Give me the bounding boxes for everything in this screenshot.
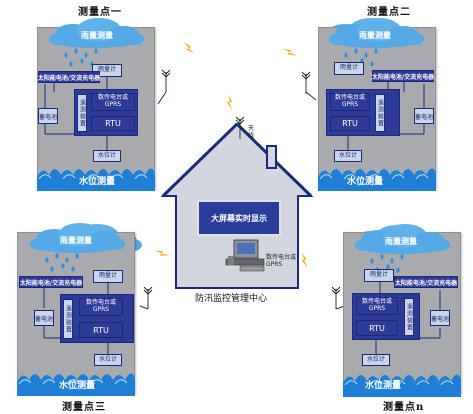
station-n-rain-gauge: 雨量计 bbox=[364, 269, 394, 282]
station-1-dtu: 数传电台或GPRS bbox=[91, 93, 135, 111]
station-2-rain-gauge: 雨量计 bbox=[334, 62, 364, 75]
station-3-title: 测量点三 bbox=[62, 402, 106, 413]
station-n-telemetry-device: 数传电台或GPRS RTU 遥测装置 bbox=[352, 293, 420, 340]
station-n-solar-charger: 太阳能电池/交流充电器 bbox=[394, 276, 458, 288]
station-1-rain-label: 雨量测量 bbox=[81, 31, 113, 40]
station-2-rtu: RTU bbox=[330, 116, 370, 131]
station-1-battery: 蓄电池 bbox=[38, 108, 58, 124]
station-3-rtu: RTU bbox=[79, 322, 123, 338]
station-3-rain-gauge: 雨量计 bbox=[93, 270, 123, 283]
station-3-telemetry-device: 遥测装置 数传电台或GPRS RTU bbox=[60, 294, 134, 343]
station-n-rain-label: 雨量测量 bbox=[385, 237, 417, 246]
station-n-battery: 蓄电池 bbox=[430, 310, 450, 326]
station-2-solar-charger: 太阳能电池/交流充电器 bbox=[372, 70, 434, 82]
station-1-water-level-gauge: 水位计 bbox=[93, 150, 121, 162]
station-n-title: 测量点n bbox=[383, 402, 425, 413]
big-screen-display: 大屏幕实时显示 bbox=[197, 200, 281, 236]
station-2-title: 测量点二 bbox=[367, 7, 411, 18]
control-center-title: 防汛监控管理中心 bbox=[195, 294, 268, 304]
station-3-dtu: 数传电台或GPRS bbox=[79, 298, 123, 316]
station-2-battery: 蓄电池 bbox=[414, 108, 434, 124]
station-1-solar-charger: 太阳能电池/交流充电器 bbox=[38, 71, 100, 83]
lightning-bolt bbox=[184, 42, 195, 54]
station-2-dtu: 数传电台或GPRS bbox=[330, 93, 370, 111]
station-n-rtu: RTU bbox=[356, 320, 398, 336]
station-3-solar-charger: 太阳能电池/交流充电器 bbox=[19, 276, 83, 288]
station-1-telemetry-device: 遥测装置 数传电台或GPRS RTU bbox=[74, 89, 138, 136]
station-2-water-level-gauge: 水位计 bbox=[334, 150, 362, 162]
station-3-rain-label: 雨量测量 bbox=[60, 236, 92, 245]
station-n-water-label: 水位测量 bbox=[364, 381, 401, 391]
station-1-rtu: RTU bbox=[91, 116, 135, 131]
station-2-telemetry-label: 遥测装置 bbox=[375, 94, 385, 132]
station-2-telemetry-device: 数传电台或GPRS RTU 遥测装置 bbox=[326, 89, 400, 136]
station-1-water-label: 水位测量 bbox=[78, 177, 115, 187]
center-dtu-label: 数传电台或GPRS bbox=[266, 254, 297, 268]
station-3-water-level-gauge: 水位计 bbox=[94, 354, 122, 366]
station-2-water-label: 水位测量 bbox=[346, 177, 383, 187]
station-3-water-label: 水位测量 bbox=[58, 381, 95, 391]
station-1-telemetry-label: 遥测装置 bbox=[77, 94, 87, 132]
station-3-telemetry-label: 遥测装置 bbox=[63, 299, 73, 339]
station-3-battery: 蓄电池 bbox=[34, 310, 54, 326]
station-2-rain-label: 雨量测量 bbox=[359, 31, 391, 40]
station-n-water-level-gauge: 水位计 bbox=[362, 354, 390, 366]
center-antenna-label: 天线 bbox=[248, 125, 255, 139]
station-n-telemetry-label: 遥测装置 bbox=[404, 298, 414, 336]
station-1-title: 测量点一 bbox=[78, 7, 122, 18]
station-n-dtu: 数传电台或GPRS bbox=[356, 297, 398, 315]
